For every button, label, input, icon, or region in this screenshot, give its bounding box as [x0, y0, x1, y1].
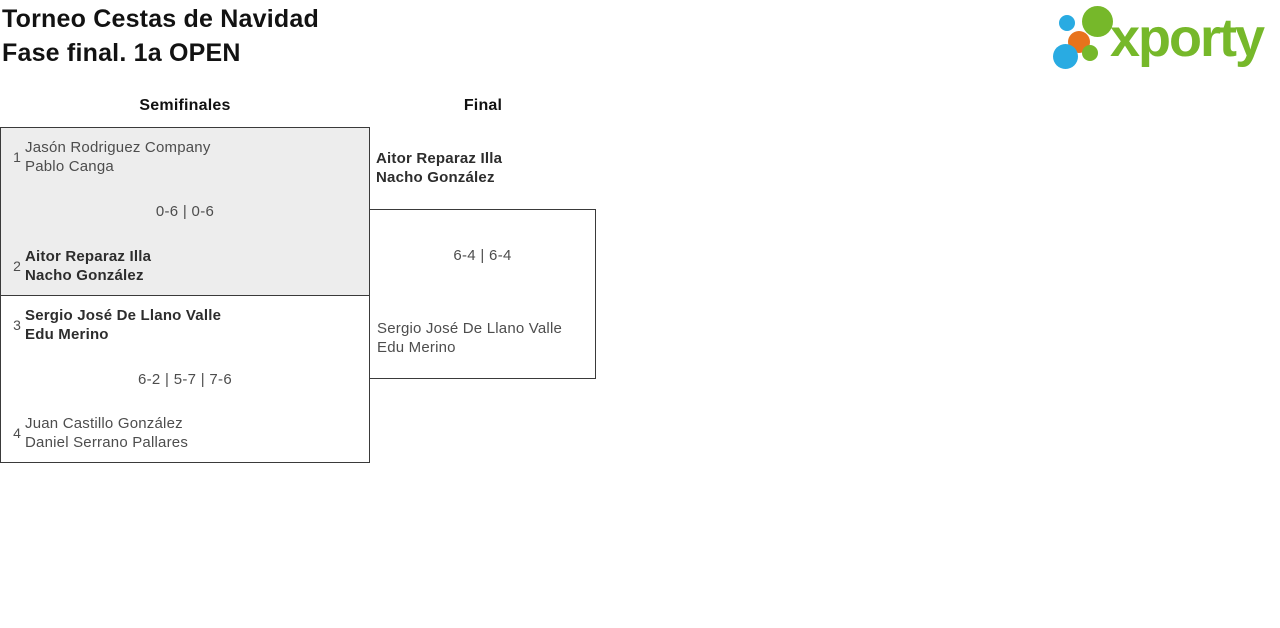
column-header-final: Final — [463, 97, 503, 114]
player-name: Edu Merino — [25, 326, 109, 343]
match-card-final[interactable]: 6-4 | 6-4 Sergio José De Llano Valle Edu… — [369, 209, 596, 379]
page-subtitle: Fase final. 1a OPEN — [2, 39, 241, 67]
page-title-block: Torneo Cestas de Navidad Fase final. 1a … — [2, 2, 319, 70]
seed-number: 4 — [13, 425, 21, 441]
team-slot: 3 Sergio José De Llano Valle Edu Merino — [9, 306, 361, 344]
column-header-semifinales: Semifinales — [139, 97, 231, 114]
player-name: Nacho González — [25, 267, 144, 284]
match-score: 6-4 | 6-4 — [453, 247, 512, 264]
team-names: Aitor Reparaz Illa Nacho González — [25, 247, 151, 285]
player-name: Jasón Rodriguez Company — [25, 139, 211, 156]
player-name: Sergio José De Llano Valle — [377, 320, 563, 337]
team-names: Sergio José De Llano Valle Edu Merino — [377, 319, 562, 357]
player-name: Aitor Reparaz Illa — [25, 248, 152, 265]
logo-dot-green-small-icon — [1082, 45, 1098, 61]
player-name: Aitor Reparaz Illa — [376, 150, 503, 167]
seed-number: 3 — [13, 317, 21, 333]
logo-dot-green-large-icon — [1082, 6, 1113, 37]
match-card-semifinal-1[interactable]: 1 Jasón Rodriguez Company Pablo Canga 0-… — [0, 127, 370, 296]
match-card-semifinal-2[interactable]: 3 Sergio José De Llano Valle Edu Merino … — [0, 295, 370, 463]
match-score: 0-6 | 0-6 — [155, 203, 215, 220]
seed-number: 2 — [13, 258, 21, 274]
team-names: Aitor Reparaz Illa Nacho González — [376, 149, 502, 187]
logo-dot-blue-large-icon — [1053, 44, 1078, 69]
page-title: Torneo Cestas de Navidad — [2, 5, 319, 33]
team-names: Sergio José De Llano Valle Edu Merino — [25, 306, 221, 344]
player-name: Edu Merino — [377, 339, 456, 356]
player-name: Sergio José De Llano Valle — [25, 307, 222, 324]
team-slot: 1 Jasón Rodriguez Company Pablo Canga — [9, 138, 361, 176]
xporty-logo[interactable]: xporty — [1048, 0, 1276, 75]
player-name: Nacho González — [376, 169, 495, 186]
player-name: Pablo Canga — [25, 158, 114, 175]
player-name: Daniel Serrano Pallares — [25, 434, 189, 451]
final-advancing-team: Aitor Reparaz Illa Nacho González — [376, 149, 502, 187]
team-slot: 4 Juan Castillo González Daniel Serrano … — [9, 414, 361, 452]
xporty-wordmark: xporty — [1110, 8, 1265, 68]
team-names: Jasón Rodriguez Company Pablo Canga — [25, 138, 211, 176]
player-name: Juan Castillo González — [25, 415, 183, 432]
team-slot: 2 Aitor Reparaz Illa Nacho González — [9, 247, 361, 285]
seed-number: 1 — [13, 149, 21, 165]
team-names: Juan Castillo González Daniel Serrano Pa… — [25, 414, 188, 452]
match-score: 6-2 | 5-7 | 7-6 — [137, 370, 232, 388]
logo-dot-blue-small-icon — [1059, 15, 1075, 31]
